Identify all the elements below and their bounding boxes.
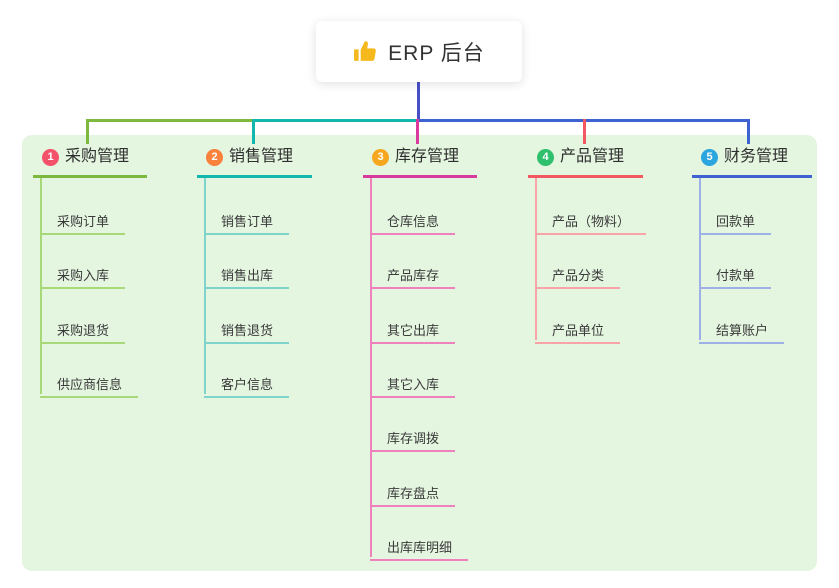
- branch-header-1[interactable]: 1 采购管理: [33, 146, 147, 178]
- child-node-label: 采购入库: [57, 268, 110, 284]
- branch-label: 库存管理: [395, 148, 460, 165]
- child-node[interactable]: 销售出库: [204, 258, 290, 290]
- child-node[interactable]: 其它入库: [370, 367, 456, 398]
- branch-number-badge: 5: [701, 148, 718, 166]
- child-node-label: 销售退货: [221, 322, 274, 338]
- child-node-label: 仓库信息: [387, 214, 440, 229]
- child-node-label: 库存盘点: [387, 485, 440, 501]
- child-node-label: 客户信息: [221, 376, 274, 392]
- branch-drop-line-2: [252, 119, 255, 144]
- root-node[interactable]: ERP 后台: [316, 21, 522, 82]
- child-node-label: 回款单: [716, 214, 756, 229]
- child-node[interactable]: 仓库信息: [370, 204, 456, 235]
- branch-label: 采购管理: [65, 148, 130, 165]
- child-node[interactable]: 产品库存: [370, 258, 456, 290]
- branch-child-connector-line: [40, 178, 42, 394]
- branch-child-connector-line: [535, 178, 537, 340]
- child-node-label: 产品库存: [387, 268, 440, 284]
- branch-number-badge: 3: [372, 148, 389, 166]
- branch-drop-line-3: [416, 119, 419, 144]
- child-node-label: 库存调拨: [387, 431, 440, 447]
- child-node[interactable]: 销售订单: [204, 204, 290, 235]
- root-node-label: ERP 后台: [388, 41, 485, 65]
- branches-panel: [22, 135, 817, 571]
- child-node-label: 销售订单: [221, 214, 274, 229]
- root-stem-line: [417, 82, 420, 122]
- child-node-label: 付款单: [716, 268, 756, 284]
- bus-line-segment-2: [252, 119, 418, 122]
- child-node[interactable]: 客户信息: [204, 367, 290, 398]
- branch-label: 财务管理: [724, 148, 789, 165]
- child-node-label: 产品（物料）: [552, 214, 631, 229]
- bus-line-segment-1: [86, 119, 252, 122]
- branch-child-connector-line: [370, 178, 372, 557]
- child-node[interactable]: 回款单: [699, 204, 772, 235]
- branch-drop-line-1: [86, 119, 89, 144]
- branch-header-4[interactable]: 4 产品管理: [528, 146, 643, 178]
- child-node-label: 结算账户: [716, 322, 769, 338]
- branch-label: 销售管理: [229, 148, 294, 165]
- branch-child-connector-line: [699, 178, 701, 340]
- branch-drop-line-5: [747, 119, 750, 144]
- child-node-label: 供应商信息: [57, 376, 123, 392]
- child-node[interactable]: 出库库明细: [370, 530, 469, 561]
- child-node[interactable]: 产品单位: [535, 313, 621, 344]
- child-node[interactable]: 采购订单: [40, 204, 126, 235]
- child-node-label: 出库库明细: [387, 539, 453, 555]
- branch-child-connector-line: [204, 178, 206, 394]
- child-node-label: 采购退货: [57, 322, 110, 338]
- child-node-label: 采购订单: [57, 214, 110, 229]
- child-node[interactable]: 结算账户: [699, 313, 785, 344]
- branch-drop-line-4: [583, 119, 586, 144]
- branch-number-badge: 4: [537, 148, 554, 166]
- thumbs-up-icon: [353, 39, 378, 64]
- child-node[interactable]: 付款单: [699, 258, 772, 290]
- child-node-label: 其它入库: [387, 376, 440, 392]
- child-node[interactable]: 供应商信息: [40, 367, 139, 398]
- child-node-label: 销售出库: [221, 268, 274, 284]
- child-node[interactable]: 采购退货: [40, 313, 126, 344]
- child-node[interactable]: 其它出库: [370, 313, 456, 344]
- branch-header-5[interactable]: 5 财务管理: [692, 146, 812, 178]
- branch-number-badge: 2: [206, 148, 223, 166]
- child-node[interactable]: 产品分类: [535, 258, 621, 290]
- child-node-label: 产品分类: [552, 268, 605, 284]
- branch-header-3[interactable]: 3 库存管理: [363, 146, 477, 178]
- child-node[interactable]: 销售退货: [204, 313, 290, 344]
- child-node-label: 产品单位: [552, 322, 605, 338]
- branch-number-badge: 1: [42, 148, 59, 166]
- child-node[interactable]: 库存调拨: [370, 421, 456, 453]
- child-node-label: 其它出库: [387, 322, 440, 338]
- branch-label: 产品管理: [560, 148, 625, 165]
- child-node[interactable]: 采购入库: [40, 258, 126, 290]
- child-node[interactable]: 产品（物料）: [535, 204, 647, 235]
- branch-header-2[interactable]: 2 销售管理: [197, 146, 312, 178]
- child-node[interactable]: 库存盘点: [370, 476, 456, 507]
